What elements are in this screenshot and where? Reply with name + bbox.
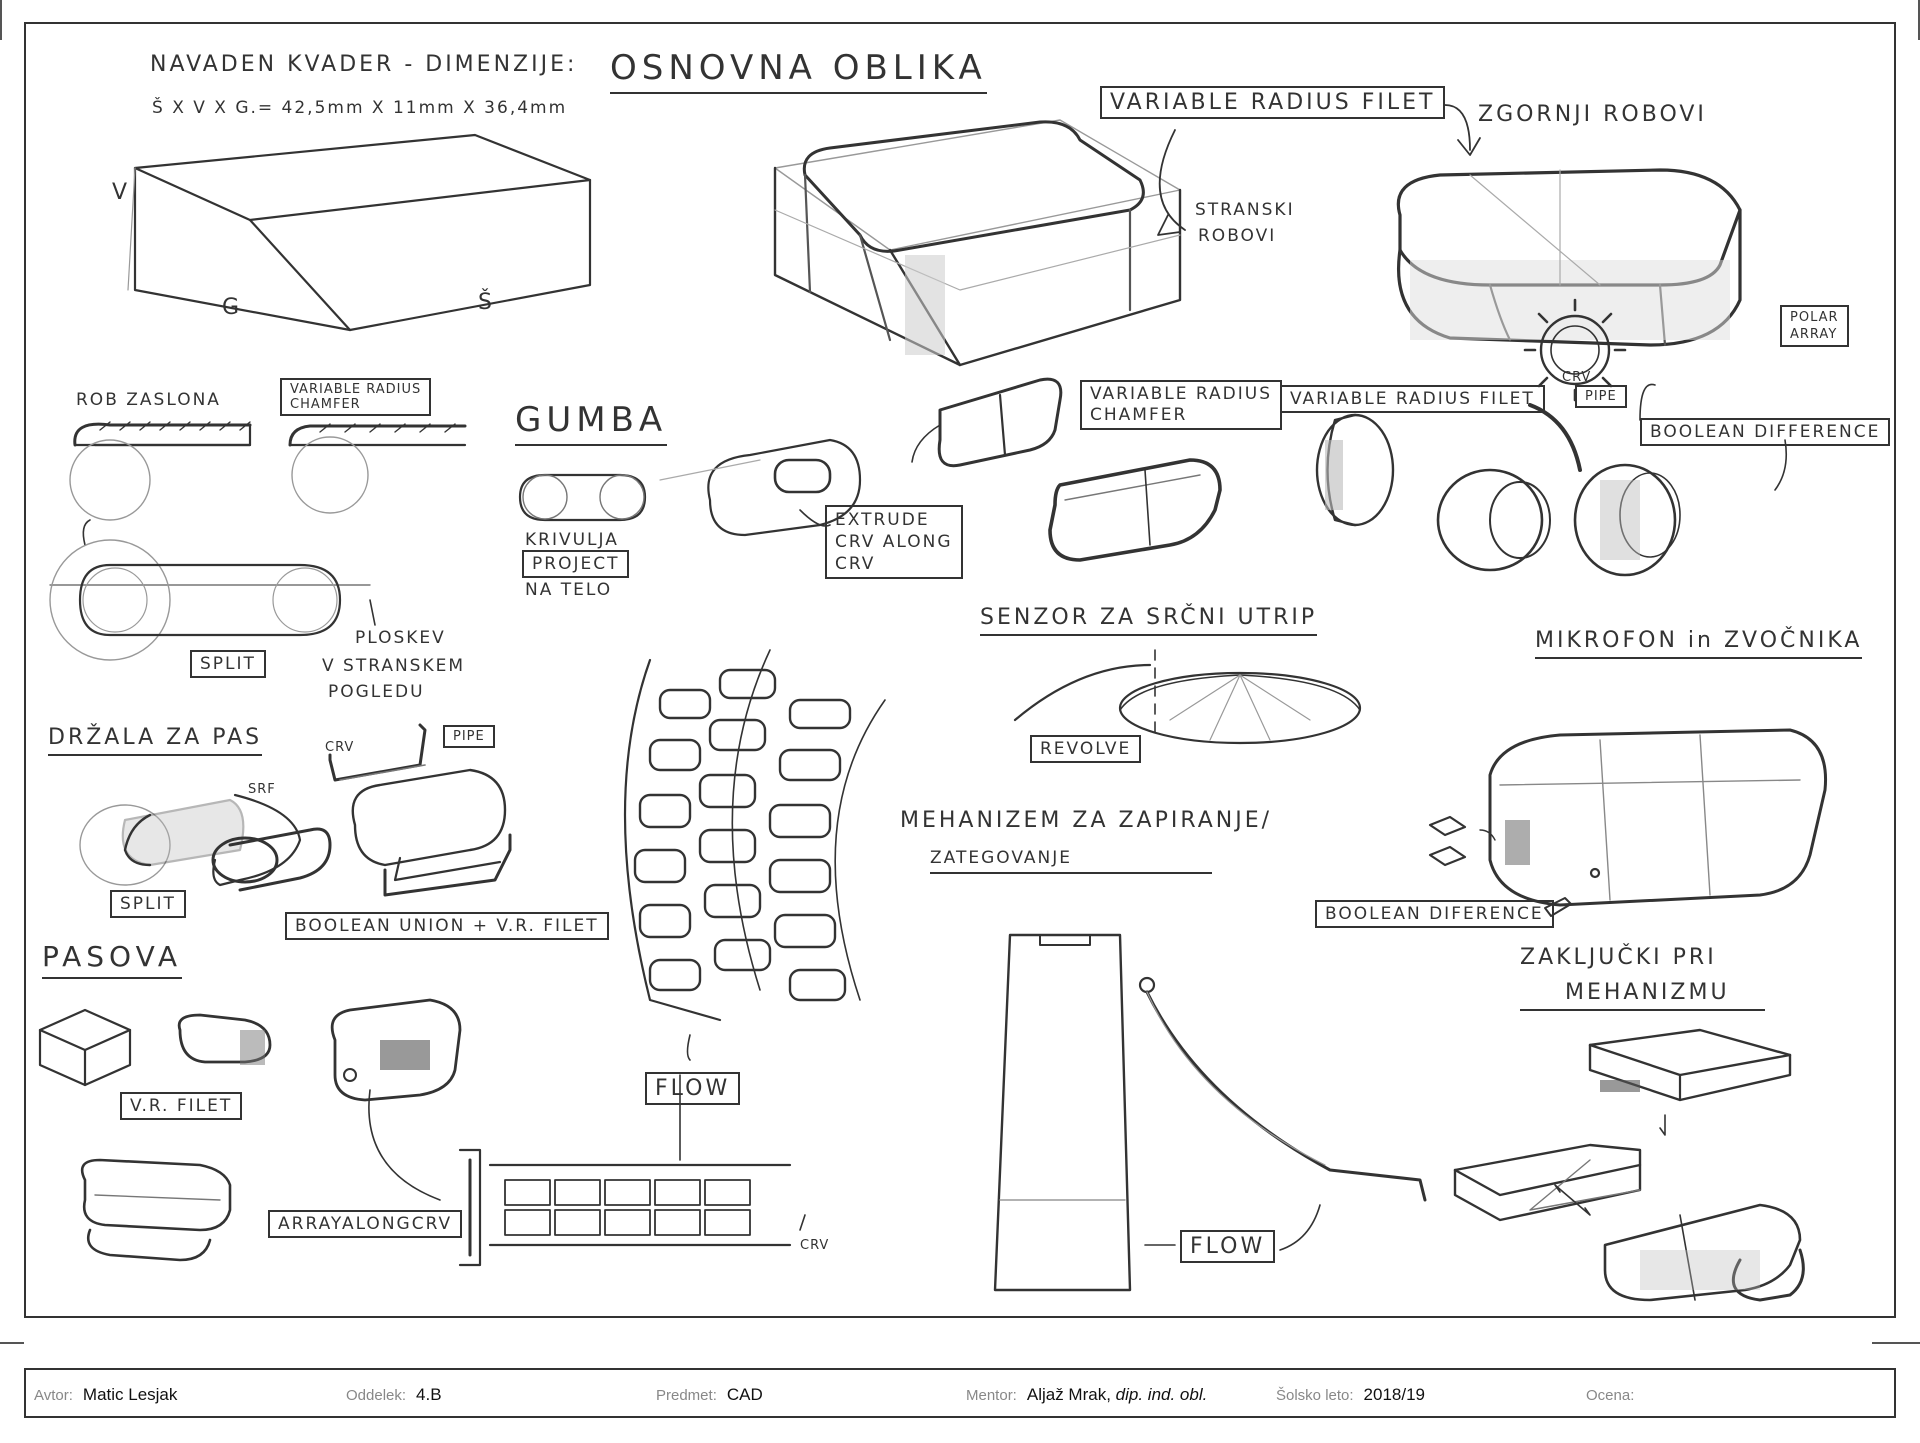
label-revolve: REVOLVE: [1030, 735, 1142, 763]
label-krivulja: KRIVULJA: [525, 530, 619, 550]
mic-speaker-sketch: [1428, 728, 1828, 917]
belt-clip-sketches: [79, 723, 512, 897]
label-ploskev-1: PLOSKEV: [355, 628, 446, 648]
tb-oddelek: Oddelek: 4.B: [346, 1385, 442, 1405]
label-ploskev-2: V STRANSKEM: [322, 656, 466, 676]
label-vr-filet-mid: VARIABLE RADIUS FILET: [1280, 385, 1545, 413]
label-stranski-2: ROBOVI: [1198, 226, 1277, 246]
tb-leto-key: Šolsko leto:: [1276, 1387, 1354, 1404]
label-project: PROJECT: [522, 550, 630, 578]
label-flow-1: FLOW: [645, 1072, 741, 1105]
label-zgornji-robovi: ZGORNJI ROBOVI: [1478, 102, 1707, 127]
button-sketches: [518, 377, 1222, 562]
tb-predmet-key: Predmet:: [656, 1387, 717, 1404]
label-crv-pipe-crv: CRV: [1562, 370, 1592, 385]
crop-mark: [1918, 0, 1920, 40]
plain-box-sketch: [127, 133, 592, 332]
label-split-2: SPLIT: [110, 890, 186, 918]
label-boolean-union: BOOLEAN UNION + V.R. FILET: [285, 912, 609, 940]
linear-strap-sketch: [458, 1148, 806, 1267]
label-srf: SRF: [248, 782, 276, 797]
tb-predmet: Predmet: CAD: [656, 1385, 763, 1405]
tb-oddelek-val: 4.B: [416, 1385, 442, 1404]
label-extrude: EXTRUDE CRV ALONG CRV: [825, 505, 963, 579]
screen-edge-sketches: [49, 421, 467, 661]
label-zakljucki-2: MEHANIZMU: [1520, 980, 1765, 1011]
label-axis-g: G: [222, 295, 243, 320]
label-stranski-1: STRANSKI: [1195, 200, 1295, 220]
label-crv-small: CRV: [325, 740, 355, 755]
drawing-sheet: [24, 22, 1896, 1318]
label-mehanizem-2: ZATEGOVANJE: [930, 848, 1212, 874]
tb-mentor-val: Aljaž Mrak,: [1026, 1385, 1111, 1404]
page-title: OSNOVNA OBLIKA: [610, 48, 987, 94]
label-vr-filet-small: V.R. FILET: [120, 1092, 243, 1120]
closing-mechanism-sketch: [993, 933, 1427, 1292]
crown-sketches: [1315, 298, 1788, 577]
label-vr-chamfer-2: CHAMFER: [1090, 405, 1188, 425]
label-vr-chamfer-1: VARIABLE RADIUS: [1090, 384, 1272, 404]
label-dims: Š X V X G.= 42,5mm X 11mm X 36,4mm: [152, 98, 568, 118]
label-polar-array: POLAR ARRAY: [1780, 305, 1849, 347]
curved-strap-sketch: [623, 649, 886, 1022]
label-ploskev-3: POGLEDU: [328, 682, 425, 702]
tb-mentor-title: dip. ind. obl.: [1115, 1385, 1208, 1404]
label-vr-chamfer-small-2: CHAMFER: [290, 397, 361, 412]
label-mehanizem-1: MEHANIZEM ZA ZAPIRANJE/: [900, 808, 1273, 833]
label-array-along: ARRAYALONGCRV: [268, 1210, 463, 1238]
label-crv-pipe-pipe: PIPE: [1575, 385, 1627, 408]
label-zakljucki-1: ZAKLJUČKI PRI: [1520, 945, 1717, 970]
label-split-1: SPLIT: [190, 650, 266, 678]
strap-sketches: [38, 998, 462, 1262]
label-gumba: GUMBA: [515, 400, 668, 446]
label-drzala: DRŽALA ZA PAS: [48, 725, 263, 756]
tb-mentor: Mentor: Aljaž Mrak, dip. ind. obl.: [966, 1385, 1207, 1405]
tb-leto: Šolsko leto: 2018/19: [1276, 1385, 1425, 1405]
label-polar-2: ARRAY: [1790, 327, 1838, 342]
label-polar-1: POLAR: [1790, 310, 1839, 325]
tb-predmet-val: CAD: [726, 1385, 763, 1404]
tb-ocena: Ocena:: [1586, 1385, 1644, 1405]
label-mikrofon: MIKROFON in ZVOČNIKA: [1535, 628, 1863, 659]
tb-avtor: Avtor: Matic Lesjak: [34, 1385, 177, 1405]
label-boolean-diference: BOOLEAN DIFERENCE: [1315, 900, 1554, 928]
side-filet-box-sketch: [773, 119, 1182, 367]
tb-ocena-key: Ocena:: [1586, 1387, 1635, 1404]
heart-sensor-sketch: [1013, 649, 1362, 745]
label-vr-chamfer: VARIABLE RADIUS CHAMFER: [1080, 380, 1282, 430]
label-crv-bottom: CRV: [800, 1238, 830, 1253]
label-pasova: PASOVA: [42, 940, 183, 979]
label-senzor: SENZOR ZA SRČNI UTRIP: [980, 605, 1318, 636]
crop-mark: [1872, 1342, 1920, 1344]
label-flow-2: FLOW: [1180, 1230, 1276, 1263]
crop-mark: [0, 0, 2, 40]
tb-avtor-val: Matic Lesjak: [82, 1385, 178, 1404]
tb-mentor-key: Mentor:: [966, 1387, 1017, 1404]
label-navaden-kvader: NAVADEN KVADER - DIMENZIJE:: [150, 52, 578, 77]
tb-leto-val: 2018/19: [1363, 1385, 1425, 1404]
title-block: Avtor: Matic Lesjak Oddelek: 4.B Predmet: C…: [24, 1368, 1896, 1418]
label-vr-filet-top: VARIABLE RADIUS FILET: [1100, 86, 1446, 119]
tb-avtor-key: Avtor:: [34, 1387, 73, 1404]
top-filet-box-sketch: [1396, 168, 1742, 347]
label-extrude-3: CRV: [835, 554, 876, 574]
label-na-telo: NA TELO: [525, 580, 613, 600]
label-pipe-small: PIPE: [443, 725, 495, 748]
label-axis-s: Š: [478, 290, 495, 315]
label-extrude-2: CRV ALONG: [835, 532, 953, 552]
label-boolean-difference: BOOLEAN DIFFERENCE: [1640, 418, 1891, 446]
label-vr-chamfer-small: VARIABLE RADIUS CHAMFER: [280, 378, 432, 416]
label-rob-zaslona: ROB ZASLONA: [76, 390, 221, 410]
label-axis-v: V: [112, 180, 131, 205]
label-extrude-1: EXTRUDE: [835, 510, 930, 530]
label-vr-chamfer-small-1: VARIABLE RADIUS: [290, 382, 422, 397]
mechanism-endings-sketch: [1453, 1028, 1805, 1302]
crop-mark: [0, 1342, 24, 1344]
tb-oddelek-key: Oddelek:: [346, 1387, 407, 1404]
